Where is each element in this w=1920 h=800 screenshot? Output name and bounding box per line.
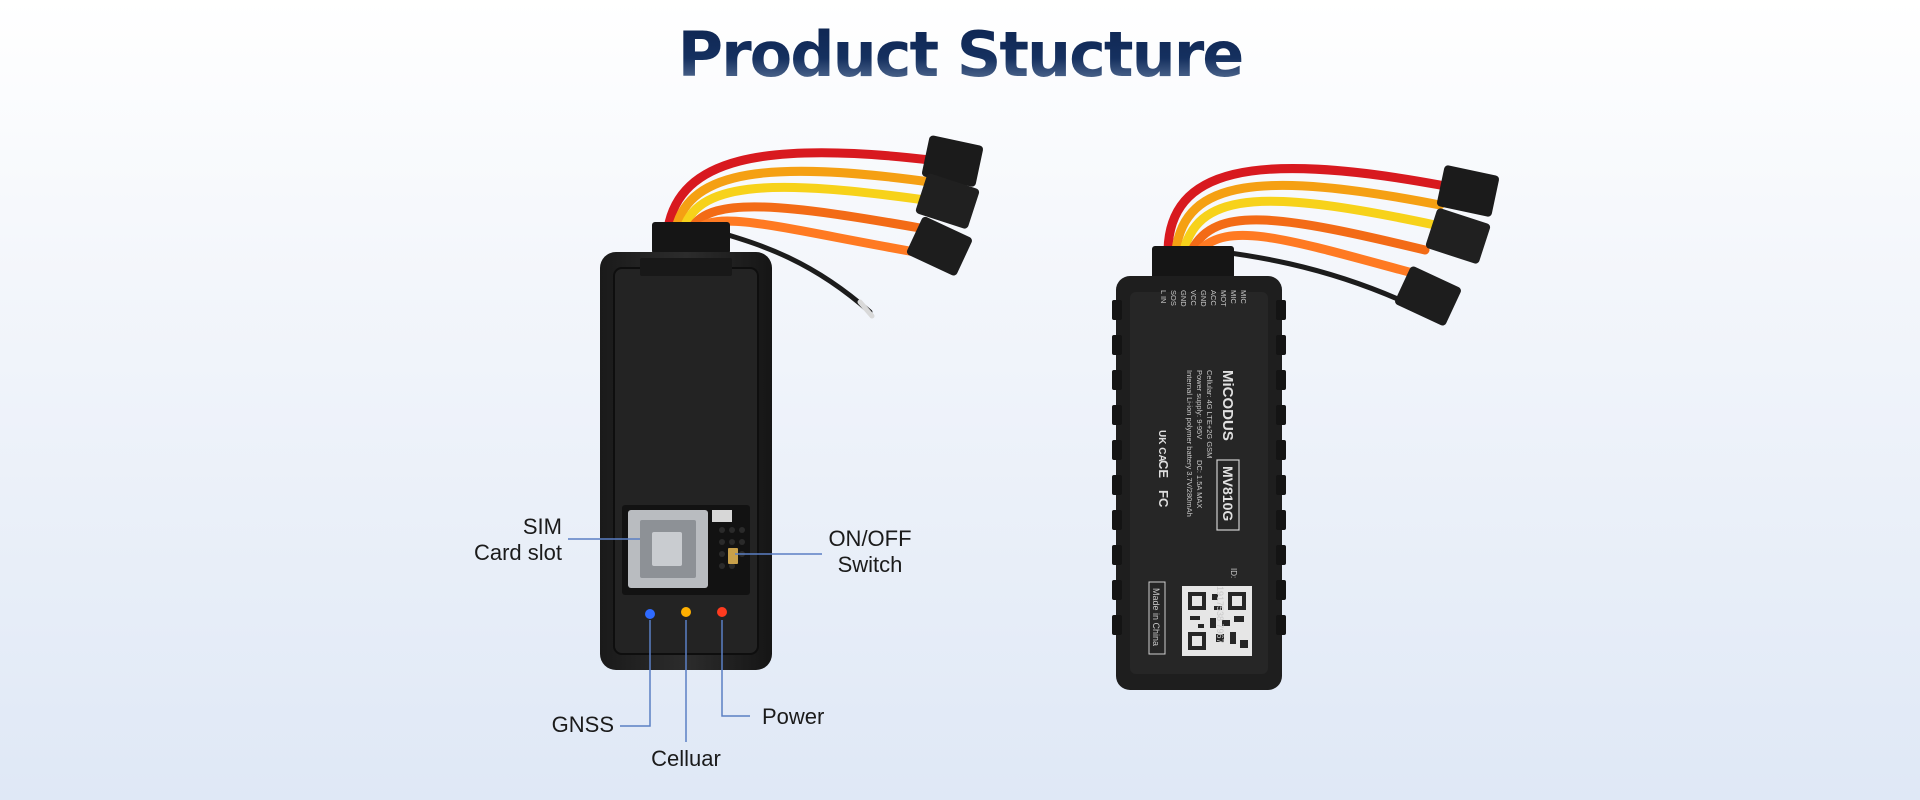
back-label: MiCODUS MV810G Cellular: 4G LTE+2G GSM P… — [1148, 290, 1248, 655]
brand-text: MiCODUS — [1219, 370, 1236, 441]
fcc-mark: FC — [1156, 490, 1171, 508]
wire-harness-right — [1163, 163, 1445, 303]
leader-lines — [568, 538, 822, 742]
connectors-left — [906, 135, 984, 276]
device-front — [568, 135, 984, 742]
gnss-led — [645, 609, 655, 619]
pin-label: ACC — [1209, 290, 1218, 306]
ukca-mark: UK CA — [1156, 430, 1167, 462]
led-indicators — [645, 607, 727, 619]
device-back: MiCODUS MV810G Cellular: 4G LTE+2G GSM P… — [1112, 163, 1500, 690]
pin-label: MIC — [1239, 290, 1248, 304]
sim-label-line-2: Card slot — [473, 540, 562, 565]
made-in-text: Made in China — [1151, 588, 1161, 646]
gnss-label: GNSS — [551, 712, 614, 737]
on-off-switch — [728, 548, 738, 564]
id-label: ID: — [1229, 568, 1238, 578]
qr-code — [1182, 586, 1252, 656]
spec-line-3: DC: 1.5A MAX — [1195, 460, 1204, 508]
pin-label: GND — [1179, 290, 1188, 307]
spec-line-2: Power supply: 9-95V — [1195, 370, 1204, 439]
pin-label: L IN — [1159, 290, 1168, 303]
sim-card-slot-label: SIM Card slot — [440, 514, 562, 566]
switch-label-line-2: Switch — [837, 552, 903, 577]
cable-gland-right — [1152, 246, 1234, 280]
cellular-led — [681, 607, 691, 617]
spec-line-4: Internal Li-ion polymer battery 3.7V/280… — [1185, 370, 1194, 517]
cable-gland — [652, 222, 730, 254]
page-title: Product Stucture — [0, 18, 1920, 91]
power-label: Power — [762, 704, 825, 729]
sim-card-slot — [622, 505, 750, 595]
sim-label-line-1: SIM — [522, 514, 562, 539]
id-number: 1917538 7967 — [1215, 586, 1225, 644]
model-text: MV810G — [1220, 466, 1236, 521]
switch-label-line-1: ON/OFF — [828, 526, 912, 551]
ce-mark: CE — [1156, 460, 1171, 478]
pin-label: VCC — [1189, 290, 1198, 306]
wire-harness-left — [663, 148, 935, 319]
pin-label: MIC — [1229, 290, 1238, 304]
connectors-right — [1395, 165, 1500, 326]
power-led — [717, 607, 727, 617]
pin-label: MOT — [1219, 290, 1228, 307]
pin-label: SOS — [1169, 290, 1178, 306]
celluar-label: Celluar — [651, 746, 721, 771]
spec-line-1: Cellular: 4G LTE+2G GSM — [1205, 370, 1214, 458]
on-off-switch-label: ON/OFF Switch — [818, 526, 922, 578]
pin-label: GND — [1199, 290, 1208, 307]
